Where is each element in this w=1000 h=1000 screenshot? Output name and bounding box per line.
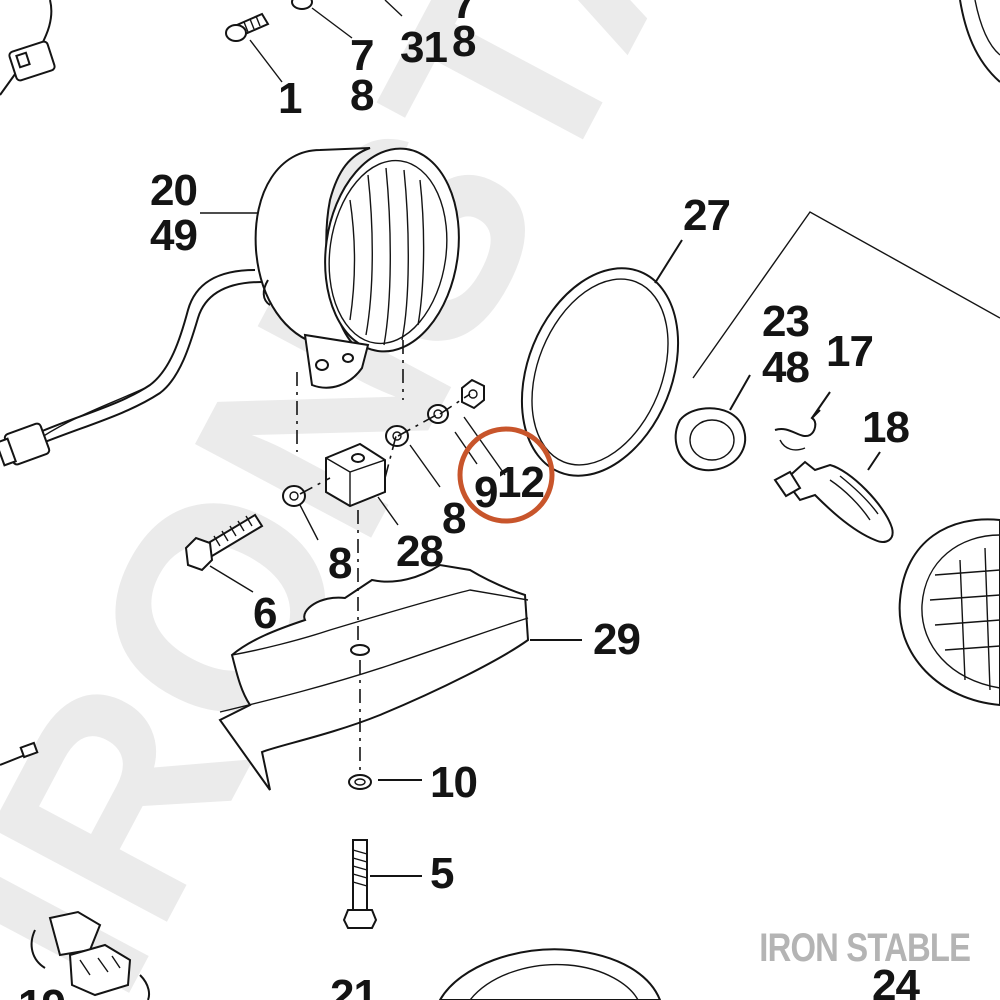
callout-8-right: 8 — [452, 17, 476, 66]
callout-48: 48 — [762, 343, 809, 392]
bottom-hardware — [342, 660, 422, 929]
callout-7-right: 7 — [452, 0, 475, 28]
callout-31: 31 — [400, 23, 447, 72]
callout-8-lower: 8 — [328, 539, 352, 588]
callout-17: 17 — [826, 327, 873, 376]
callout-7-top: 7 — [350, 31, 373, 80]
callout-10: 10 — [430, 758, 477, 807]
callout-20: 20 — [150, 166, 197, 215]
bottom-lamp-fragment — [438, 948, 662, 1000]
right-lamp-fragment — [898, 518, 1000, 707]
screw-part-1 — [225, 0, 403, 83]
callout-labels: 1 7 8 31 7 8 20 49 27 23 48 17 18 9 12 8… — [18, 0, 921, 1000]
bottom-left-assembly — [30, 910, 150, 1000]
callout-18: 18 — [862, 403, 909, 452]
left-small-connector — [0, 741, 39, 766]
callout-24: 24 — [872, 961, 920, 1000]
callout-6: 6 — [253, 589, 276, 638]
bulb-clip — [774, 391, 831, 451]
callout-27: 27 — [683, 191, 730, 240]
top-right-lamp — [959, 0, 1000, 83]
callout-8-washer: 8 — [442, 494, 466, 543]
bracket-plate — [218, 510, 582, 791]
callout-29: 29 — [593, 615, 640, 664]
callout-9: 9 — [474, 468, 497, 517]
headlamp-bulb — [773, 451, 894, 543]
brand-label: IRON STABLE — [759, 926, 971, 970]
highlight-circle — [457, 426, 555, 524]
callout-49: 49 — [150, 211, 197, 260]
callout-21: 21 — [330, 971, 377, 1000]
callout-23: 23 — [762, 297, 809, 346]
callout-1: 1 — [278, 74, 302, 123]
callout-5: 5 — [430, 849, 454, 898]
mount-block — [282, 340, 485, 508]
bolt-part-6 — [184, 513, 264, 593]
headlamp-cable — [0, 269, 263, 467]
callout-12: 12 — [497, 458, 544, 507]
callout-28: 28 — [396, 527, 443, 576]
retaining-ring — [520, 239, 683, 477]
leader-lines — [200, 212, 506, 541]
top-left-connector — [0, 0, 56, 96]
bulb-socket — [674, 211, 1000, 472]
callout-8-top: 8 — [350, 71, 374, 120]
headlamp-housing — [254, 147, 460, 389]
callout-19: 19 — [18, 981, 65, 1000]
